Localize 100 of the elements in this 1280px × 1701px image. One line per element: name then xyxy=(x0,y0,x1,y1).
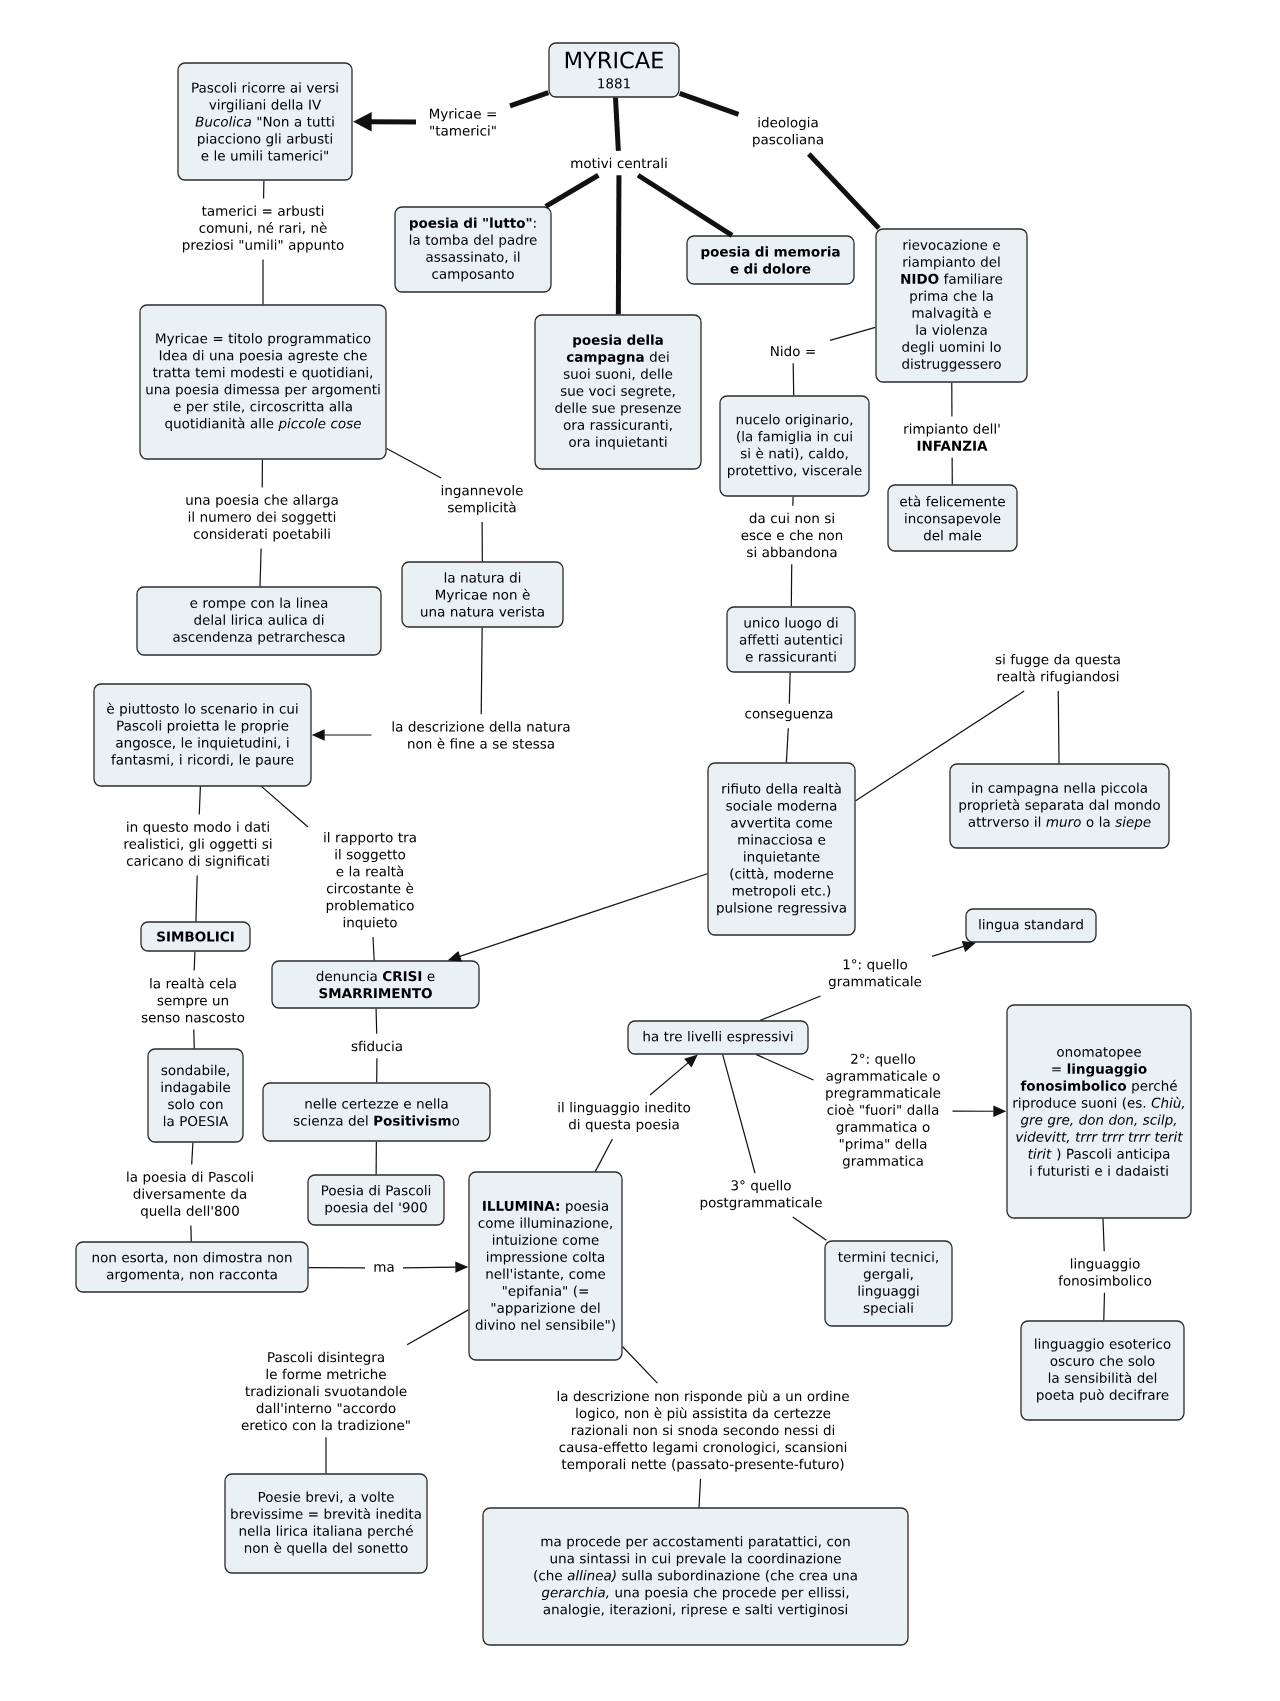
concept-box: MYRICAE 1881 xyxy=(548,42,680,98)
concept-box: non esorta, non dimostra non argomenta, non racconta xyxy=(75,1241,309,1293)
connector-line xyxy=(636,173,734,238)
connector-line xyxy=(308,1267,366,1269)
linking-phrase: tamerici = arbusti comuni, né rari, nè preziosi "umili" appunto xyxy=(183,205,344,253)
connector-line xyxy=(375,1008,378,1035)
concept-box: poesia della campagna dei suoi suoni, delle sue voci segrete, delle sue presenze ora rassicuranti, ora inquietanti xyxy=(534,314,702,470)
linking-phrase: una poesia che allarga il numero dei soggetti considerati poetabili xyxy=(186,494,338,542)
connector-line xyxy=(792,362,795,396)
concept-box: ma procede per accostamenti paratattici, con una sintassi in cui prevale la coordinazione (che allinea) sulla subordinazione (che crea una gerarchia, una poesia che procede per ellissi, analogie, iterazioni, riprese e salti vertiginosi xyxy=(482,1507,909,1646)
concept-box: termini tecnici, gergali, linguaggi speciali xyxy=(824,1240,953,1327)
concept-box: e rompe con la linea delal lirica aulica di ascendenza petrarchesca xyxy=(136,586,382,656)
connector-line xyxy=(480,627,483,715)
connector-line xyxy=(262,180,265,200)
linking-phrase: Pascoli disintegra le forme metriche tradizionali svuotandole dall'interno "accordo eretico con la tradizione" xyxy=(241,1351,410,1431)
connector-line xyxy=(615,175,622,315)
connector-line xyxy=(544,173,600,209)
concept-box: in campagna nella piccola proprietà separata dal mondo attrverso il muro o la siepe xyxy=(949,763,1170,849)
concept-box: rievocazione e riampianto del NIDO familiare prima che la malvagità e la violenza degli uomini lo distruggessero xyxy=(875,228,1028,383)
connector-line xyxy=(195,874,198,922)
connector-line xyxy=(376,1057,378,1083)
connector-line xyxy=(193,951,196,972)
linking-phrase: Myricae = "tamerici" xyxy=(429,108,496,136)
connector-line xyxy=(788,672,791,705)
concept-box: SIMBOLICI xyxy=(140,921,251,952)
linking-phrase: 2°: quello agrammaticale o pregrammaticale cioè "fuori" dalla grammatica o "prima" della grammatica xyxy=(826,1053,941,1169)
concept-box: poesia di "lutto": la tomba del padre assassinato, il camposanto xyxy=(394,206,552,293)
linking-phrase: 3° quello postgrammaticale xyxy=(700,1180,822,1211)
linking-phrase: la realtà cela sempre un senso nascosto xyxy=(141,977,245,1023)
connector-line xyxy=(386,447,442,479)
linking-phrase: Nido = xyxy=(771,345,815,357)
linking-phrase: rimpianto dell' INFANZIA xyxy=(904,423,1000,451)
concept-box: linguaggio esoterico oscuro che solo la sensibilità del poeta può decifrare xyxy=(1020,1320,1185,1421)
connector-line xyxy=(481,521,483,562)
connector-line xyxy=(759,995,822,1021)
linking-phrase: la descrizione della natura non è fine a se stessa xyxy=(392,721,570,749)
concept-box: rifiuto della realtà sociale moderna avvertita come minacciosa e inquietante (città, moderne metropoli etc.) pulsione regressiva xyxy=(707,762,856,936)
connector-line xyxy=(375,1141,377,1175)
connector-line xyxy=(191,1142,194,1166)
connector-line xyxy=(259,547,262,587)
linking-phrase: da cui non si esce e che non si abbandona xyxy=(741,512,843,558)
connector-line xyxy=(262,258,264,305)
connector-line xyxy=(792,496,794,507)
concept-box: ha tre livelli espressivi xyxy=(627,1020,809,1055)
connector-line xyxy=(785,727,789,763)
concept-box: poesia di memoria e di dolore xyxy=(686,235,855,285)
connector-line xyxy=(951,382,953,417)
connector-line xyxy=(406,1309,469,1346)
linking-phrase: conseguenza xyxy=(745,710,833,722)
linking-phrase: la descrizione non risponde più a un ordine logico, non è più assistita da certezze razionali non si snoda secondo nessi di causa-effetto legami cronologici, scansioni temporali nette (passato-presente-futuro) xyxy=(557,1390,849,1472)
connector-line xyxy=(806,152,881,231)
connector-line xyxy=(855,690,1025,802)
linking-phrase: ingannevole semplicità xyxy=(441,485,523,516)
concept-box: Pascoli ricorre ai versi virgiliani della IV Bucolica "Non a tutti piacciono gli arbusti e le umili tamerici" xyxy=(177,62,353,181)
linking-phrase: si fugge da questa realtà rifugiandosi xyxy=(995,654,1120,685)
linking-phrase: il linguaggio inedito di questa poesia xyxy=(558,1102,691,1133)
concept-box: nucelo originario, (la famiglia in cui si è nati), caldo, protettivo, viscerale xyxy=(719,395,870,497)
linking-phrase: motivi centrali xyxy=(571,157,667,169)
linking-phrase: linguaggio fonosimbolico xyxy=(1058,1258,1152,1286)
concept-box: lingua standard xyxy=(965,908,1097,943)
connector-line xyxy=(509,90,550,109)
linking-phrase: la poesia di Pascoli diversamente da quella dell'800 xyxy=(127,1171,253,1219)
linking-phrase: il rapporto tra il soggetto e la realtà circostante è problematico inquieto xyxy=(324,832,416,931)
connector-line xyxy=(792,1216,827,1241)
connector-line xyxy=(678,91,740,117)
connector-line xyxy=(1057,690,1060,764)
connector-line xyxy=(613,97,621,151)
connector-line xyxy=(594,1138,613,1172)
linking-phrase: in questo modo i dati realistici, gli oggetti si caricano di significati xyxy=(124,821,272,869)
concept-box: la natura di Myricae non è una natura verista xyxy=(401,561,564,628)
connector-line xyxy=(755,1054,815,1081)
connector-line xyxy=(829,326,876,341)
connector-line xyxy=(1103,1292,1106,1321)
connector-line xyxy=(790,563,793,607)
linking-phrase: 1°: quello grammaticale xyxy=(828,959,922,990)
concept-box: onomatopee = linguaggio fonosimbolico perché riproduce suoni (es. Chiù, gre gre, don don, scilp, videvitt, trrr trrr trrr terit tirit ) Pascoli anticipa i futuristi e i dadaisti xyxy=(1006,1004,1192,1219)
concept-box: nelle certezze e nella scienza del Positivismo xyxy=(262,1082,491,1142)
connector-line xyxy=(622,1346,658,1384)
concept-box: sondabile, indagabile solo con la POESIA xyxy=(147,1048,244,1143)
connector-line xyxy=(372,936,375,961)
connector-line xyxy=(190,1224,192,1242)
connector-line xyxy=(722,1054,756,1174)
concept-box: è piuttosto lo scenario in cui Pascoli proietta le proprie angosce, le inquietudini, i fantasmi, i ricordi, le paure xyxy=(93,683,312,787)
linking-phrase: sfiducia xyxy=(351,1040,402,1052)
connector-line xyxy=(261,459,264,489)
concept-box: denuncia CRISI e SMARRIMENTO xyxy=(271,960,480,1009)
concept-box: Myricae = titolo programmatico Idea di una poesia agreste che tratta temi modesti e quotidiani, una poesia dimessa per argomenti e per stile, circoscritta alla quotidianità alle piccole cose xyxy=(139,304,387,460)
connector-line xyxy=(193,1028,195,1049)
connector-line xyxy=(951,457,953,485)
concept-box: Poesie brevi, a volte brevissime = brevità inedita nella lirica italiana perché non è quella del sonetto xyxy=(224,1473,428,1574)
linking-phrase: ma xyxy=(374,1264,394,1272)
concept-box: ILLUMINA: poesia come illuminazione, intuizione come impressione colta nell'istante, come "epifania" (= "apparizione del divino nel sensibile") xyxy=(468,1171,623,1361)
connector-line xyxy=(698,1478,702,1508)
concept-box: Poesia di Pascoli poesia del '900 xyxy=(307,1174,445,1226)
connector-line xyxy=(325,1436,327,1474)
connector-line xyxy=(198,786,201,816)
linking-phrase: ideologia pascoliana xyxy=(753,117,823,148)
concept-box: unico luogo di affetti autentici e rassicuranti xyxy=(726,606,856,673)
connector-line xyxy=(1102,1218,1105,1252)
connector-line xyxy=(261,786,309,828)
